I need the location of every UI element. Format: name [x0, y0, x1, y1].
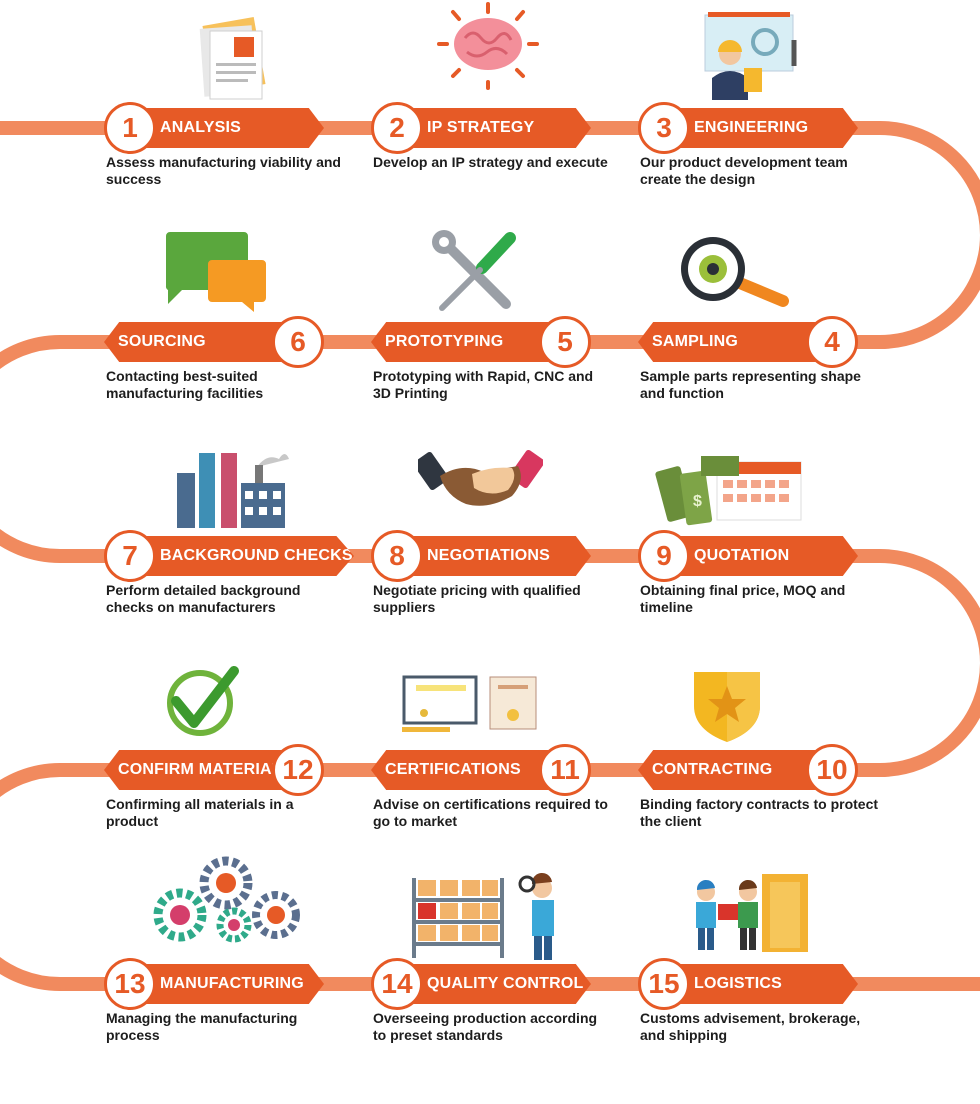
- step-14: QUALITY CONTROL 14 Overseeing production…: [371, 958, 621, 1104]
- step-13: MANUFACTURING 13 Managing the manufactur…: [104, 958, 354, 1104]
- step-title: LOGISTICS: [668, 964, 858, 1004]
- certificates-icon: [402, 675, 537, 732]
- checkmark-icon: [167, 666, 239, 736]
- step-15: LOGISTICS 15 Customs advisement, brokera…: [638, 958, 888, 1061]
- step-title: PROTOTYPING: [371, 322, 561, 362]
- step-number: 5: [539, 316, 591, 368]
- step-number: 10: [806, 744, 858, 796]
- step-number: 9: [638, 530, 690, 582]
- step-number: 15: [638, 958, 690, 1010]
- step-6: SOURCING 6 Contacting best-suited manufa…: [104, 316, 354, 462]
- step-description: Contacting best-suited manufacturing fac…: [106, 368, 264, 401]
- step-description: Overseeing production according to prese…: [373, 1010, 598, 1043]
- step-number: 14: [371, 958, 423, 1010]
- step-description: Develop an IP strategy and execute: [373, 154, 608, 170]
- step-7: BACKGROUND CHECKS 7 Perform detailed bac…: [104, 530, 354, 676]
- step-title: SOURCING: [104, 322, 294, 362]
- magnifier-icon: [681, 237, 789, 307]
- step-title: IP STRATEGY: [401, 108, 591, 148]
- step-title: QUOTATION: [668, 536, 858, 576]
- step-description: Sample parts representing shape and func…: [640, 368, 861, 401]
- step-11: CERTIFICATIONS 11 Advise on certificatio…: [371, 744, 621, 890]
- step-12: CONFIRM MATERIALS 12 Confirming all mate…: [104, 744, 354, 890]
- step-description: Our product development team create the …: [640, 154, 848, 187]
- step-number: 7: [104, 530, 156, 582]
- step-4: SAMPLING 4 Sample parts representing sha…: [638, 316, 888, 462]
- step-description: Obtaining final price, MOQ and timeline: [640, 582, 846, 615]
- engineer-icon: [704, 12, 797, 100]
- brain-icon: [437, 2, 539, 90]
- step-8: NEGOTIATIONS 8 Negotiate pricing with qu…: [371, 530, 621, 676]
- step-description: Negotiate pricing with qualified supplie…: [373, 582, 581, 615]
- step-title: NEGOTIATIONS: [401, 536, 591, 576]
- money-calendar-icon: $: [655, 456, 802, 526]
- tools-icon: [432, 230, 516, 311]
- step-description: Perform detailed background checks on ma…: [106, 582, 301, 615]
- step-title: ENGINEERING: [668, 108, 858, 148]
- step-description: Advise on certifications required to go …: [373, 796, 608, 829]
- step-10: CONTRACTING 10 Binding factory contracts…: [638, 744, 888, 890]
- step-3: ENGINEERING 3 Our product development te…: [638, 102, 888, 248]
- documents-icon: [199, 17, 266, 100]
- step-description: Binding factory contracts to protect the…: [640, 796, 879, 829]
- step-number: 8: [371, 530, 423, 582]
- step-title: SAMPLING: [638, 322, 828, 362]
- step-title: QUALITY CONTROL: [401, 964, 591, 1004]
- svg-text:$: $: [693, 493, 702, 510]
- chat-bubbles-icon: [165, 232, 266, 312]
- step-number: 11: [539, 744, 591, 796]
- step-1: ANALYSIS 1 Assess manufacturing viabilit…: [104, 102, 354, 248]
- step-title: CONFIRM MATERIALS: [104, 750, 294, 790]
- step-9: QUOTATION 9 Obtaining final price, MOQ a…: [638, 530, 888, 676]
- step-description: Customs advisement, brokerage, and shipp…: [640, 1010, 861, 1043]
- shield-star-icon: [694, 672, 760, 742]
- step-title: BACKGROUND CHECKS: [134, 536, 354, 576]
- step-description: Managing the manufacturing process: [106, 1010, 298, 1043]
- inspection-icon: [412, 872, 554, 960]
- step-title: CONTRACTING: [638, 750, 828, 790]
- delivery-icon: [696, 874, 808, 952]
- step-2: IP STRATEGY 2 Develop an IP strategy and…: [371, 102, 621, 248]
- step-number: 3: [638, 102, 690, 154]
- step-number: 12: [272, 744, 324, 796]
- step-description: Assess manufacturing viability and succe…: [106, 154, 341, 187]
- factory-icon: [177, 453, 289, 528]
- gears-icon: [153, 856, 300, 943]
- step-title: MANUFACTURING: [134, 964, 324, 1004]
- step-number: 1: [104, 102, 156, 154]
- step-title: CERTIFICATIONS: [371, 750, 561, 790]
- step-number: 6: [272, 316, 324, 368]
- step-number: 4: [806, 316, 858, 368]
- step-description: Confirming all materials in a product: [106, 796, 294, 829]
- handshake-icon: [418, 449, 543, 506]
- step-description: Prototyping with Rapid, CNC and 3D Print…: [373, 368, 594, 401]
- step-number: 2: [371, 102, 423, 154]
- step-title: ANALYSIS: [134, 108, 324, 148]
- step-number: 13: [104, 958, 156, 1010]
- step-5: PROTOTYPING 5 Prototyping with Rapid, CN…: [371, 316, 621, 462]
